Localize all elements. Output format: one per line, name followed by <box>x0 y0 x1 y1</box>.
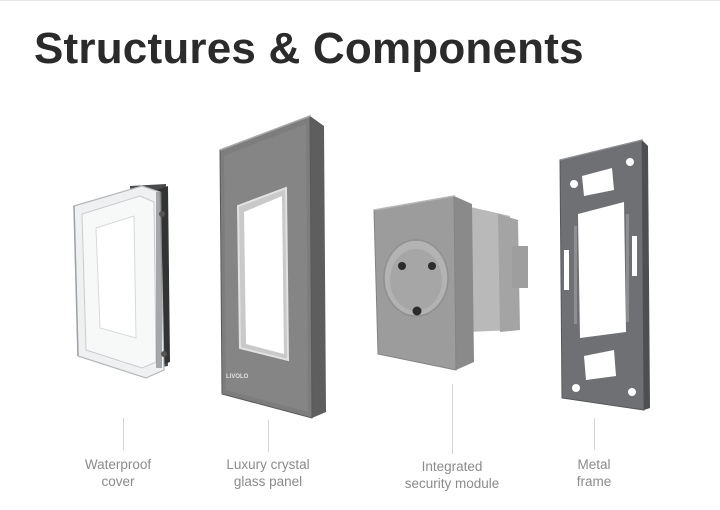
caption-line: Integrated <box>421 459 483 474</box>
leader-line <box>268 420 269 452</box>
leader-line <box>123 418 124 450</box>
metal-frame-icon <box>559 139 650 411</box>
brand-logo-text: LIVOLO <box>226 374 249 380</box>
component-glass-panel: LIVOLO Luxury crystal glass panel <box>206 0 336 510</box>
glass-panel-icon: LIVOLO <box>219 115 326 419</box>
component-waterproof-cover: Waterproof cover <box>60 0 180 510</box>
caption-security-module: Integrated security module <box>382 458 522 492</box>
socket-module-icon <box>373 195 528 371</box>
page-title: Structures & Components <box>34 24 584 73</box>
caption-line: Waterproof <box>84 457 152 472</box>
component-metal-frame: Metal frame <box>548 0 658 510</box>
caption-line: glass panel <box>233 474 303 489</box>
caption-line: Metal <box>577 457 611 472</box>
component-security-module: Integrated security module <box>368 0 538 510</box>
caption-line: frame <box>576 474 612 489</box>
caption-line: security module <box>404 476 500 491</box>
leader-line <box>594 418 595 450</box>
caption-waterproof-cover: Waterproof cover <box>54 456 182 490</box>
caption-line: Luxury crystal <box>226 457 310 472</box>
waterproof-cover-icon <box>73 184 170 379</box>
caption-metal-frame: Metal frame <box>544 456 644 490</box>
caption-glass-panel: Luxury crystal glass panel <box>198 456 338 490</box>
caption-line: cover <box>101 474 135 489</box>
top-divider <box>0 0 720 1</box>
leader-line <box>452 384 453 454</box>
